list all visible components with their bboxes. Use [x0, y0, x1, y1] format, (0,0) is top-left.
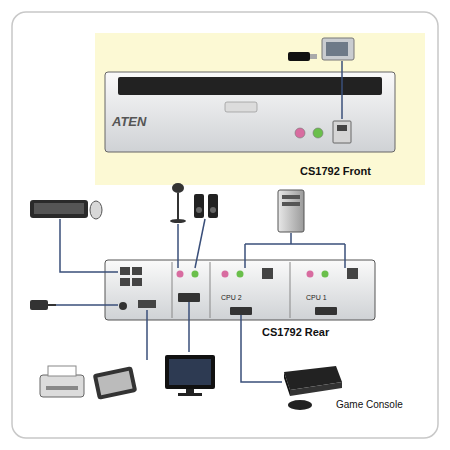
label-text: CS1792 Front: [300, 165, 371, 177]
label-text: CPU 1: [306, 294, 327, 302]
usb-stick: [288, 52, 317, 61]
microphone: [170, 183, 186, 223]
label-text: Game Console: [336, 399, 403, 410]
speakers: [194, 194, 218, 218]
label-text: CS1792 Rear: [262, 326, 329, 338]
keyboard: [30, 200, 88, 218]
television: [165, 355, 215, 396]
outer-panel: [12, 12, 438, 438]
scanner: [93, 366, 138, 400]
mouse: [90, 201, 102, 219]
printer: [40, 366, 84, 397]
pc-tower: [278, 190, 304, 232]
front-device: [105, 72, 395, 152]
camera: [322, 38, 354, 60]
label-text: CPU 2: [221, 294, 242, 302]
rear-device: [105, 260, 375, 320]
label-text: ATEN: [112, 115, 146, 129]
usb-wire: [341, 61, 343, 119]
power-adapter: [30, 300, 56, 310]
game-console: [284, 366, 342, 410]
front-area: [95, 33, 425, 185]
